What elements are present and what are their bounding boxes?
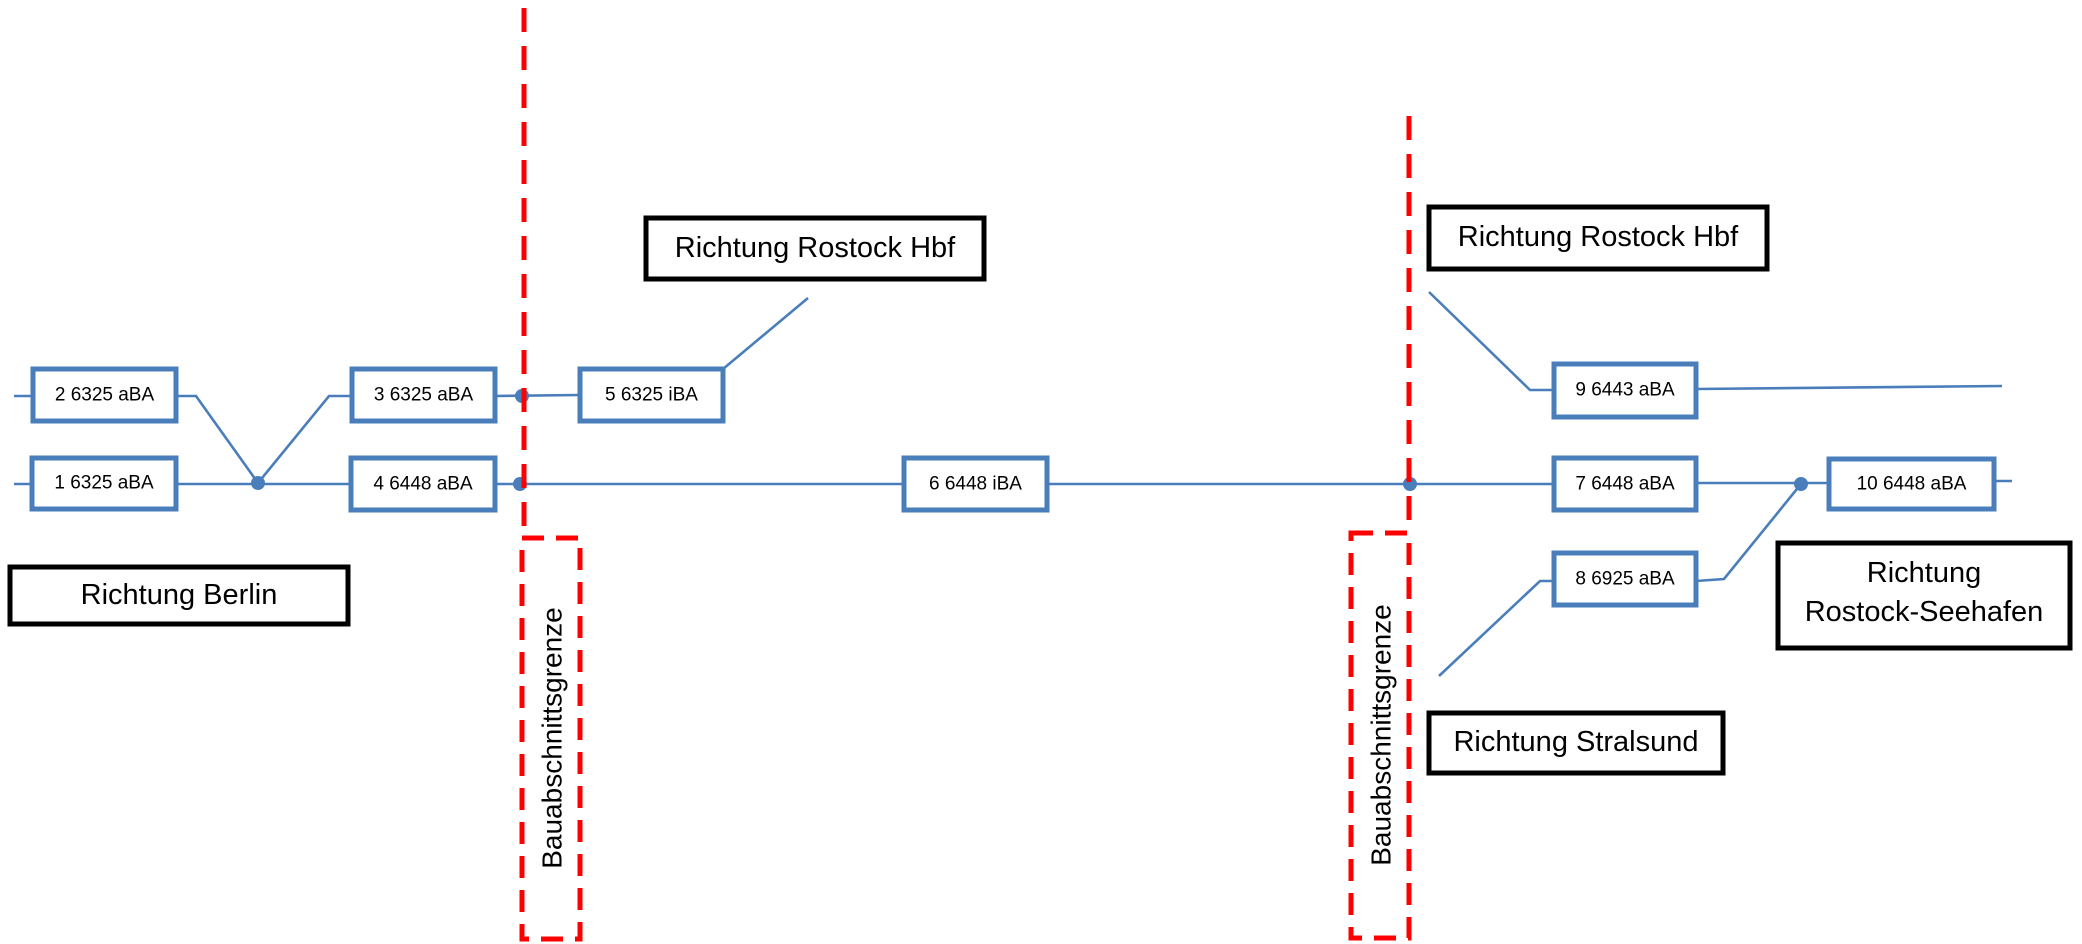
track-segment [493,393,581,398]
construction-boundary-left: Bauabschnittsgrenze [519,8,583,942]
boundary-label: Bauabschnittsgrenze [537,607,568,869]
direction-rostock-seehafen: Richtung Rostock-Seehafen [1775,540,2073,651]
track-segment [1438,579,1554,677]
junction-point [1794,477,1808,491]
junction-point [251,476,265,490]
section-box-2: 2 6325 aBA [30,366,179,424]
direction-label: Richtung Rostock Hbf [1458,221,1739,253]
section-box-5: 5 6325 iBA [577,366,726,424]
section-label: 9 6443 aBA [1575,380,1675,401]
track-segment [176,394,352,486]
section-box-4: 4 6448 aBA [348,455,498,513]
track-segment [1695,483,1803,583]
section-label: 4 6448 aBA [373,474,473,495]
section-box-7: 7 6448 aBA [1551,455,1699,513]
construction-boundary-right: Bauabschnittsgrenze [1348,116,1412,941]
direction-label: Richtung Berlin [81,579,278,611]
direction-label-line2: Rostock-Seehafen [1805,596,2044,628]
section-box-9: 9 6443 aBA [1551,361,1699,420]
section-box-1: 1 6325 aBA [29,455,179,512]
track-segment [1428,291,1554,392]
direction-label: Richtung Rostock Hbf [675,232,956,264]
boundary-label-box [1348,530,1412,941]
section-label: 5 6325 iBA [605,385,698,406]
section-box-10: 10 6448 aBA [1826,456,1997,512]
direction-rostock-hbf-left: Richtung Rostock Hbf [643,215,987,282]
direction-stralsund: Richtung Stralsund [1426,710,1726,776]
section-box-8: 8 6925 aBA [1551,550,1699,608]
section-label: 10 6448 aBA [1857,474,1967,495]
direction-label: Richtung Stralsund [1453,726,1698,758]
track-segment [722,297,809,370]
section-label: 2 6325 aBA [55,385,155,406]
boundary-label-box [519,535,583,942]
track-segment [1695,384,2003,391]
section-label: 6 6448 iBA [929,474,1022,495]
section-box-6: 6 6448 iBA [901,455,1050,513]
direction-label-line1: Richtung [1867,557,1981,589]
boundary-label: Bauabschnittsgrenze [1366,604,1397,866]
section-label: 7 6448 aBA [1575,474,1675,495]
section-label: 8 6925 aBA [1575,569,1675,590]
direction-rostock-hbf-right: Richtung Rostock Hbf [1426,204,1770,272]
section-box-3: 3 6325 aBA [349,366,498,424]
section-label: 3 6325 aBA [374,385,474,406]
section-label: 1 6325 aBA [54,473,154,494]
direction-berlin: Richtung Berlin [7,564,351,627]
